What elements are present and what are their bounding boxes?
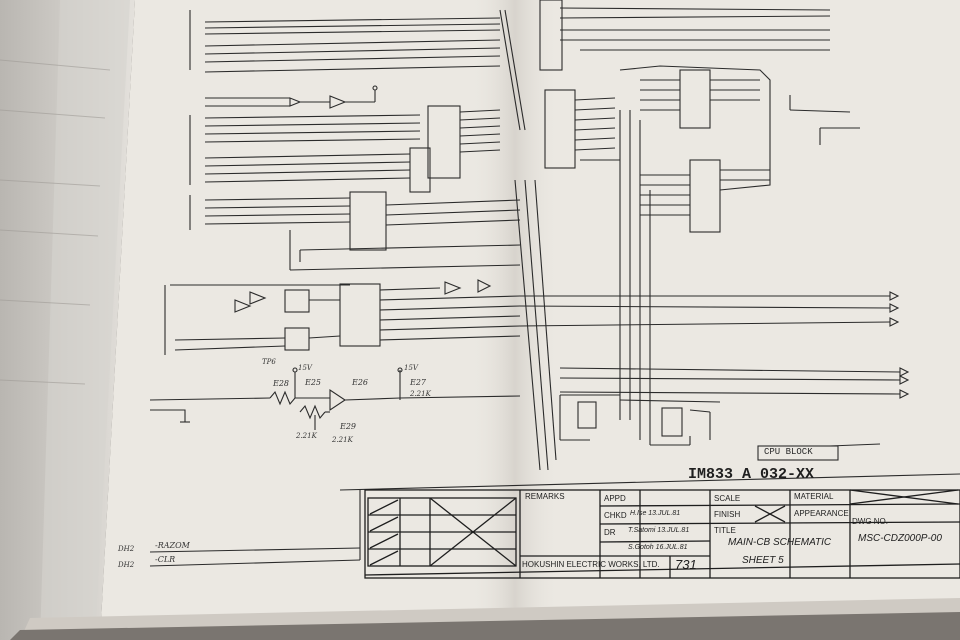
part-number: IM833 A 032-XX bbox=[688, 466, 815, 483]
e27-label: E27 bbox=[410, 378, 427, 387]
res-value-3: 2.21K bbox=[296, 432, 317, 440]
dwg-no-value: MSC-CDZ000P-00 bbox=[858, 533, 942, 544]
dr-signature: T.Satomi 13.JUL.81 bbox=[628, 527, 690, 534]
drawing-code: 731 bbox=[675, 557, 697, 572]
scale-label: SCALE bbox=[714, 494, 741, 503]
title-label: TITLE bbox=[714, 526, 736, 535]
e28-label: E28 bbox=[273, 379, 290, 388]
dwg-no-label: DWG NO. bbox=[852, 517, 888, 526]
appearance-label: APPEARANCE bbox=[794, 509, 849, 518]
title-value: MAIN-CB SCHEMATIC bbox=[728, 537, 832, 548]
cpu-block-label: CPU BLOCK bbox=[764, 447, 813, 457]
e26-label: E26 bbox=[352, 378, 369, 387]
e25-label: E25 bbox=[305, 378, 322, 387]
clr-signal: -CLR bbox=[155, 555, 176, 564]
razom-signal: -RAZOM bbox=[155, 541, 190, 550]
material-label: MATERIAL bbox=[794, 492, 834, 501]
res-value-1: 2.21K bbox=[410, 390, 431, 398]
chkd-signature: H.Ise 13.JUL.81 bbox=[630, 510, 681, 517]
15v-label-2: 15V bbox=[404, 364, 418, 372]
res-value-2: 2.21K bbox=[332, 436, 353, 444]
sheet-number: SHEET 5 bbox=[742, 555, 784, 566]
e29-label: E29 bbox=[340, 422, 357, 431]
company-name: HOKUSHIN ELECTRIC WORKS, LTD. bbox=[522, 560, 660, 569]
finish-label: FINISH bbox=[714, 510, 741, 519]
dr-label: DR bbox=[604, 528, 616, 537]
dh2-label-1: DH2 bbox=[118, 545, 135, 553]
extra-signature: S.Gotoh 16.JUL.81 bbox=[628, 544, 688, 551]
15v-label-1: 15V bbox=[298, 364, 312, 372]
tp6-label: TP6 bbox=[262, 358, 276, 366]
dh2-label-2: DH2 bbox=[118, 561, 135, 569]
chkd-label: CHKD bbox=[604, 511, 627, 520]
remarks-label: REMARKS bbox=[525, 492, 565, 501]
appd-label: APPD bbox=[604, 494, 626, 503]
